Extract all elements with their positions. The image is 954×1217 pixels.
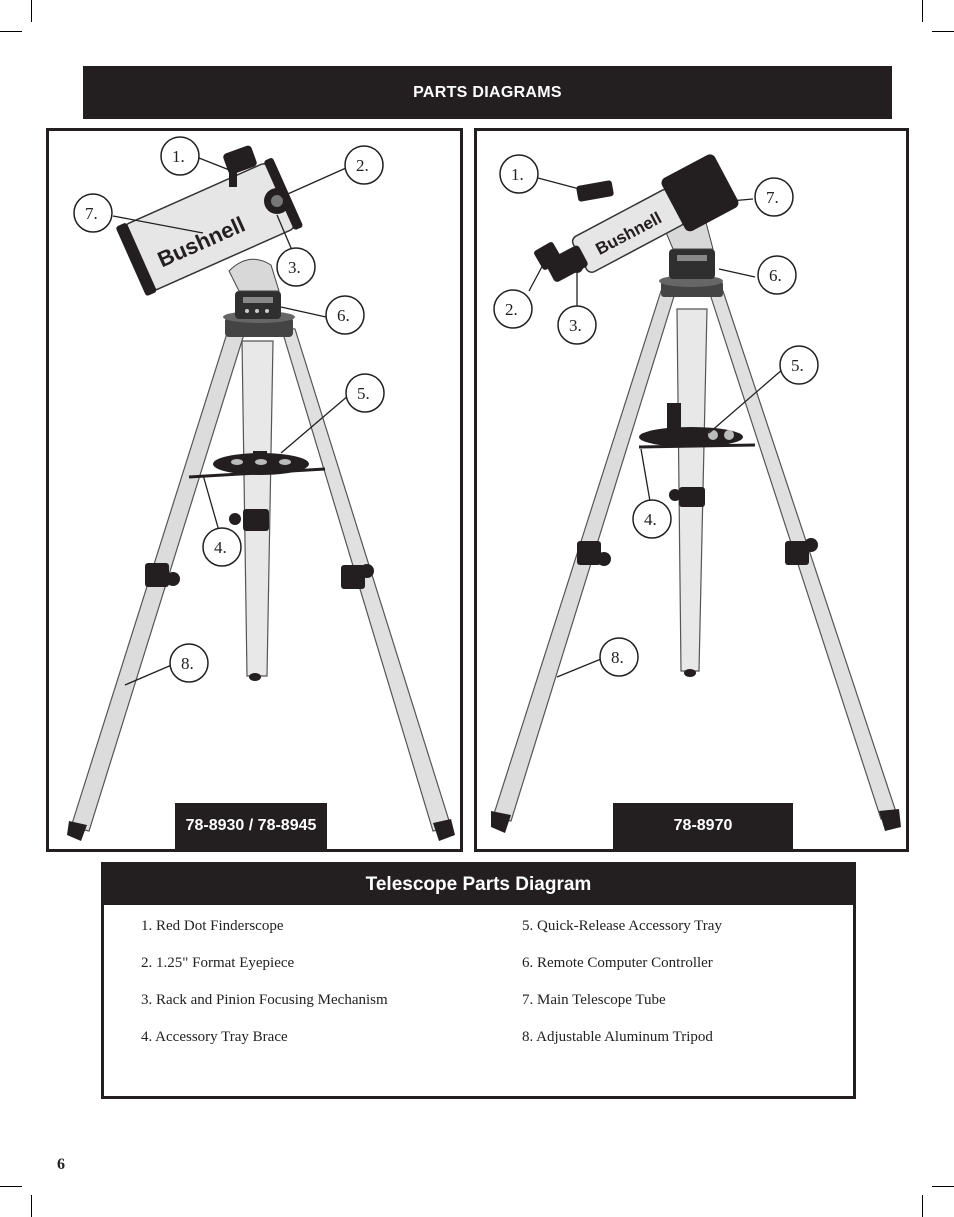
legend-item: 2. 1.25" Format Eyepiece: [141, 955, 295, 971]
svg-text:6.: 6.: [337, 306, 350, 325]
svg-text:2.: 2.: [356, 156, 369, 175]
tripod-legs: [492, 290, 898, 822]
reflector-telescope-illustration: Bushnell 1. 2. 7. 3. 6. 5. 4. 8.: [67, 136, 455, 841]
tripod-feet: [67, 673, 455, 841]
callout-3: 3.: [557, 305, 597, 345]
legend-title: Telescope Parts Diagram: [104, 865, 853, 905]
crop-mark: [932, 1186, 954, 1187]
svg-text:2.: 2.: [505, 300, 518, 319]
callout-5: 5.: [345, 373, 385, 413]
legend-item: 6. Remote Computer Controller: [522, 955, 713, 971]
center-clamp: [229, 509, 269, 531]
callout-1: 1.: [160, 136, 200, 176]
tripod-legs: [70, 326, 452, 832]
legend-item: 5. Quick-Release Accessory Tray: [522, 918, 722, 934]
leg-locks: [145, 563, 374, 589]
callout-8: 8.: [599, 637, 639, 677]
legend-item: 3. Rack and Pinion Focusing Mechanism: [141, 992, 388, 1008]
crop-mark: [0, 1186, 22, 1187]
section-header: PARTS DIAGRAMS: [83, 66, 892, 119]
svg-text:1.: 1.: [172, 147, 185, 166]
model-label-refractor: 78-8970: [613, 803, 793, 849]
telescope-tube: Bushnell: [116, 158, 303, 296]
crop-mark: [932, 31, 954, 32]
legend-column-left: 1. Red Dot Finderscope 2. 1.25" Format E…: [141, 917, 388, 1065]
crop-mark: [0, 31, 22, 32]
accessory-tray: [188, 451, 326, 479]
accessory-tray: [638, 403, 756, 449]
legend-item: 8. Adjustable Aluminum Tripod: [522, 1029, 713, 1045]
reflector-diagram-panel: Bushnell 1. 2. 7. 3. 6. 5. 4. 8. 78-893: [46, 128, 463, 852]
callout-7: 7.: [73, 193, 113, 233]
callout-7: 7.: [754, 177, 794, 217]
crop-mark: [922, 0, 923, 22]
parts-legend: Telescope Parts Diagram 1. Red Dot Finde…: [101, 862, 856, 1099]
callout-leaders: [528, 177, 784, 678]
page-number: 6: [57, 1156, 65, 1173]
callout-4: 4.: [202, 527, 242, 567]
legend-item: 1. Red Dot Finderscope: [141, 918, 284, 934]
callout-leaders: [112, 157, 350, 686]
crop-mark: [31, 1195, 32, 1217]
callout-5: 5.: [779, 345, 819, 385]
legend-item: 7. Main Telescope Tube: [522, 992, 666, 1008]
eyepiece-and-finder: [223, 145, 290, 214]
svg-text:1.: 1.: [511, 165, 524, 184]
callout-8: 8.: [169, 643, 209, 683]
tripod-feet: [491, 669, 901, 833]
callout-3: 3.: [276, 247, 316, 287]
model-label-reflector: 78-8930 / 78-8945: [175, 803, 327, 849]
refractor-telescope-illustration: Bushnell 1. 7. 6. 2. 3. 5. 4. 8.: [491, 154, 901, 833]
svg-text:3.: 3.: [288, 258, 301, 277]
svg-text:8.: 8.: [181, 654, 194, 673]
callout-2: 2.: [344, 145, 384, 185]
callout-6: 6.: [757, 255, 797, 295]
callout-2: 2.: [493, 289, 533, 329]
svg-text:5.: 5.: [791, 356, 804, 375]
eyepiece-and-finder: [534, 180, 614, 273]
svg-text:4.: 4.: [644, 510, 657, 529]
svg-text:8.: 8.: [611, 648, 624, 667]
svg-text:7.: 7.: [85, 204, 98, 223]
legend-item: 4. Accessory Tray Brace: [141, 1029, 288, 1045]
svg-text:7.: 7.: [766, 188, 779, 207]
crop-mark: [922, 1195, 923, 1217]
crop-mark: [31, 0, 32, 22]
svg-text:4.: 4.: [214, 538, 227, 557]
center-clamp: [669, 487, 705, 507]
callout-4: 4.: [632, 499, 672, 539]
svg-text:5.: 5.: [357, 384, 370, 403]
callout-6: 6.: [325, 295, 365, 335]
svg-text:6.: 6.: [769, 266, 782, 285]
mount-head: [223, 258, 295, 337]
leg-locks: [577, 538, 818, 566]
svg-text:3.: 3.: [569, 316, 582, 335]
legend-column-right: 5. Quick-Release Accessory Tray 6. Remot…: [522, 917, 722, 1065]
refractor-diagram-panel: Bushnell 1. 7. 6. 2. 3. 5. 4. 8. 78-8970: [474, 128, 909, 852]
callout-1: 1.: [499, 154, 539, 194]
